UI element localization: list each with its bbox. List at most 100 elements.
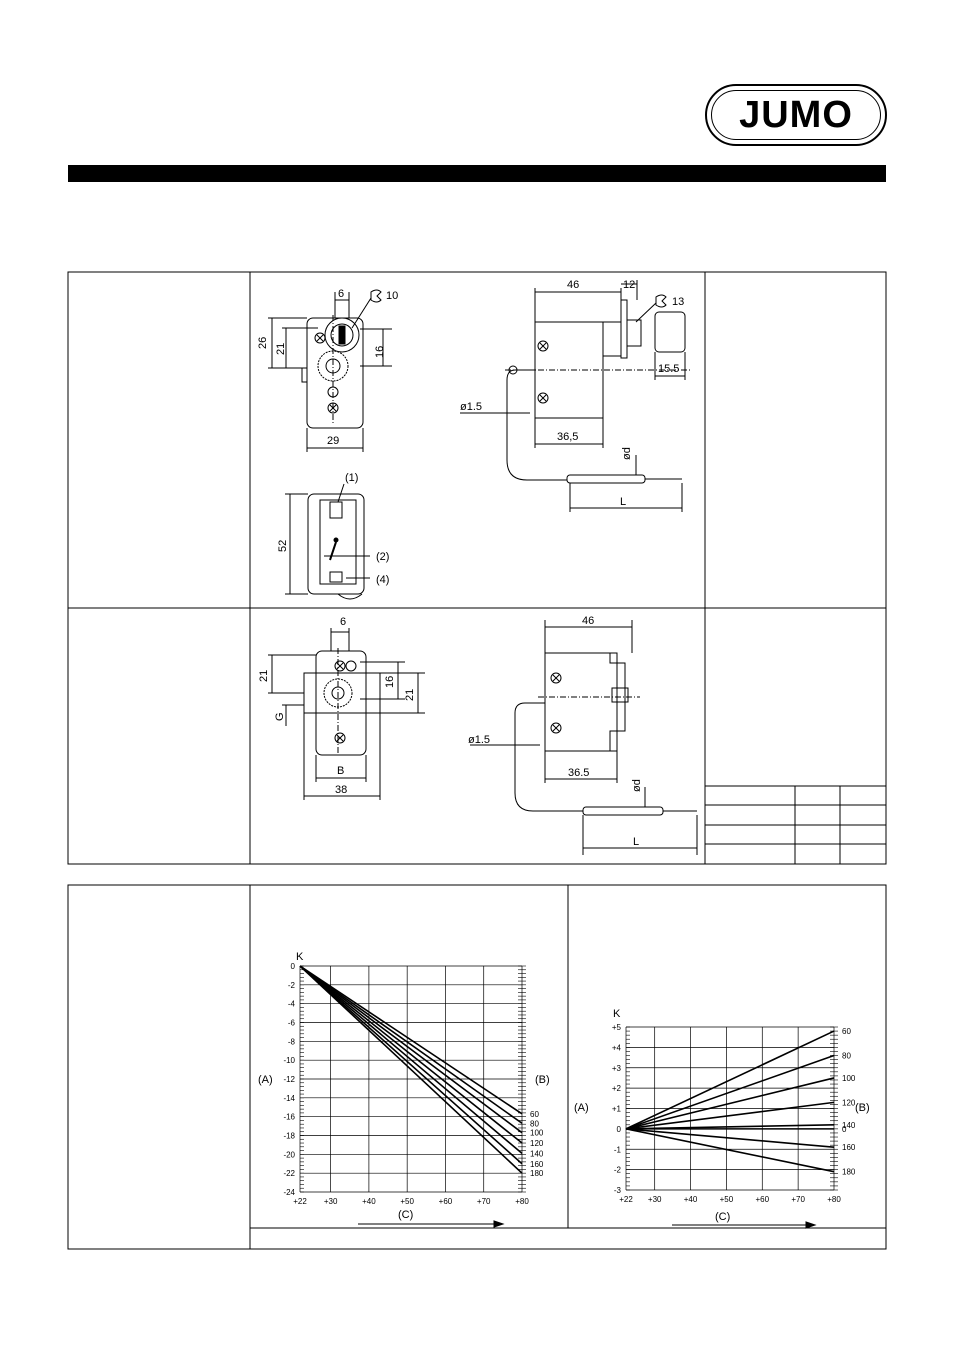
y-tick-label: -24 bbox=[283, 1188, 295, 1197]
y-tick-label: 0 bbox=[617, 1125, 622, 1134]
dim-label: 12 bbox=[623, 279, 635, 291]
dim-label: 13 bbox=[672, 296, 684, 308]
dim-label: 16 bbox=[384, 676, 396, 688]
dim-label: 16 bbox=[374, 346, 386, 358]
series-label: 100 bbox=[530, 1129, 544, 1138]
x-tick-label: +40 bbox=[362, 1197, 376, 1206]
y-tick-label: -2 bbox=[288, 981, 296, 990]
y-tick-label: 0 bbox=[291, 962, 296, 971]
x-tick-label: +70 bbox=[477, 1197, 491, 1206]
x-tick-label: +50 bbox=[720, 1195, 734, 1204]
dim-label: L bbox=[620, 496, 626, 508]
dim-label: 52 bbox=[277, 540, 289, 552]
dim-label: 46 bbox=[582, 615, 594, 627]
series-line bbox=[625, 1030, 835, 1130]
y-tick-label: -22 bbox=[283, 1169, 295, 1178]
series-label: 60 bbox=[530, 1110, 539, 1119]
dim-label: 21 bbox=[404, 689, 416, 701]
series-line bbox=[625, 1077, 835, 1130]
y-tick-label: +1 bbox=[612, 1105, 622, 1114]
y-tick-label: +5 bbox=[612, 1023, 622, 1032]
series-label: 140 bbox=[842, 1121, 856, 1130]
upper-side-view bbox=[460, 280, 690, 512]
dim-label: B bbox=[337, 765, 344, 777]
y-tick-label: +2 bbox=[612, 1084, 622, 1093]
series-line bbox=[625, 1054, 835, 1130]
x-tick-label: +60 bbox=[755, 1195, 769, 1204]
chart1-right-label: (B) bbox=[535, 1074, 550, 1086]
series-label: 180 bbox=[530, 1169, 544, 1178]
series-line bbox=[625, 1101, 835, 1130]
dim-label: 6 bbox=[338, 288, 344, 300]
dim-label: 21 bbox=[258, 670, 270, 682]
dim-label: ød bbox=[621, 447, 633, 460]
chart1-bottom-label: (C) bbox=[398, 1209, 413, 1221]
terminal-label: (1) bbox=[345, 472, 358, 484]
y-tick-label: -3 bbox=[614, 1186, 622, 1195]
series-label: 80 bbox=[530, 1119, 539, 1128]
upper-front-view bbox=[268, 289, 392, 452]
chart2-right-label: (B) bbox=[855, 1102, 870, 1114]
y-tick-label: -20 bbox=[283, 1150, 295, 1159]
series-line bbox=[299, 965, 523, 1174]
chart1-arrow bbox=[358, 1220, 505, 1228]
chart1-labels: K (A) (B) (C) bbox=[258, 951, 550, 1221]
series-line bbox=[625, 1128, 835, 1149]
y-tick-label: -16 bbox=[283, 1113, 295, 1122]
x-tick-label: +30 bbox=[648, 1195, 662, 1204]
dim-label: G bbox=[274, 712, 286, 721]
series-label: 160 bbox=[530, 1160, 544, 1169]
x-tick-label: +80 bbox=[515, 1197, 529, 1206]
lower-front-view bbox=[268, 628, 425, 800]
dim-label: 15.5 bbox=[658, 363, 679, 375]
y-tick-label: -6 bbox=[288, 1019, 296, 1028]
y-tick-label: -10 bbox=[283, 1056, 295, 1065]
chart-temperature-offset-mixed: +22+30+40+50+60+70+80+5+4+3+2+10-1-2-360… bbox=[612, 1023, 856, 1204]
series-line bbox=[299, 965, 523, 1134]
series-line bbox=[299, 965, 523, 1115]
series-line bbox=[299, 965, 523, 1144]
lower-side-labels: 46 ø1.5 36.5 ød L bbox=[468, 615, 643, 848]
logo-text: JUMO bbox=[711, 90, 881, 140]
x-tick-label: +40 bbox=[684, 1195, 698, 1204]
lower-front-labels: 6 21 16 21 G B 38 bbox=[258, 616, 416, 796]
chart2-left-label: (A) bbox=[574, 1102, 589, 1114]
x-tick-label: +70 bbox=[791, 1195, 805, 1204]
x-tick-label: +50 bbox=[400, 1197, 414, 1206]
y-tick-label: +3 bbox=[612, 1064, 622, 1073]
series-label: 0 bbox=[842, 1125, 847, 1134]
dim-label: 36.5 bbox=[568, 767, 589, 779]
chart-temperature-offset-negative: +22+30+40+50+60+70+800-2-4-6-8-10-12-14-… bbox=[283, 962, 543, 1206]
chart2-arrow bbox=[672, 1221, 817, 1229]
lower-side-view bbox=[470, 620, 698, 855]
dim-label: 6 bbox=[340, 616, 346, 628]
y-tick-label: -12 bbox=[283, 1075, 295, 1084]
jumo-logo: JUMO bbox=[705, 84, 887, 146]
dim-label: 46 bbox=[567, 279, 579, 291]
dim-label: 26 bbox=[257, 337, 269, 349]
dim-label: 10 bbox=[386, 290, 398, 302]
x-tick-label: +30 bbox=[324, 1197, 338, 1206]
dim-label: ød bbox=[631, 779, 643, 792]
series-line bbox=[625, 1128, 835, 1173]
series-label: 120 bbox=[530, 1139, 544, 1148]
x-tick-label: +60 bbox=[439, 1197, 453, 1206]
series-label: 100 bbox=[842, 1074, 856, 1083]
dim-label: ø1.5 bbox=[460, 401, 482, 413]
dim-label: 36,5 bbox=[557, 431, 578, 443]
upper-front-labels: 6 10 26 21 16 29 bbox=[257, 288, 398, 447]
header-bar bbox=[68, 165, 886, 182]
x-tick-label: +80 bbox=[827, 1195, 841, 1204]
dim-label: 38 bbox=[335, 784, 347, 796]
dim-label: L bbox=[633, 836, 639, 848]
y-tick-label: -1 bbox=[614, 1145, 622, 1154]
terminal-label: (2) bbox=[376, 551, 389, 563]
y-tick-label: -18 bbox=[283, 1132, 295, 1141]
chart1-left-label: (A) bbox=[258, 1074, 273, 1086]
dim-label: ø1.5 bbox=[468, 734, 490, 746]
chart2-labels: K (A) (B) (C) bbox=[574, 1008, 870, 1223]
y-tick-label: -8 bbox=[288, 1037, 296, 1046]
dim-label: 29 bbox=[327, 435, 339, 447]
y-tick-label: -2 bbox=[614, 1166, 622, 1175]
